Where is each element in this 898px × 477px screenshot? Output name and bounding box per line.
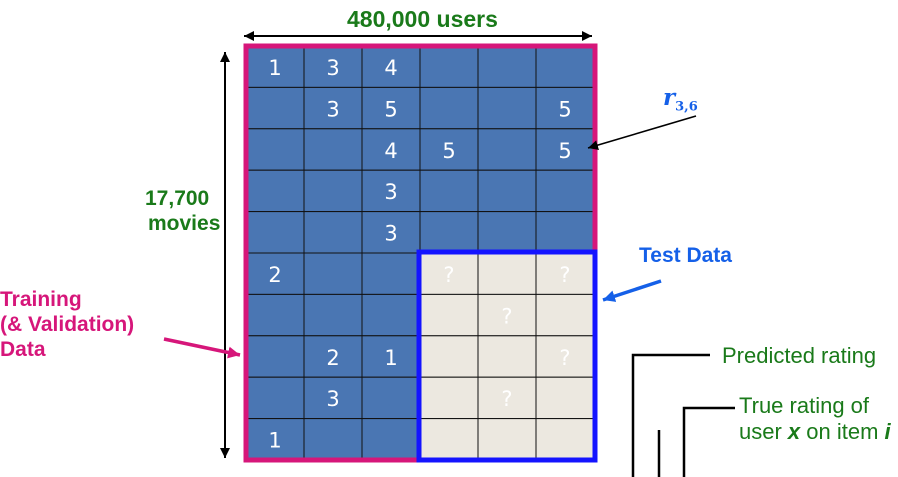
- test-region-border: [416, 249, 598, 463]
- matrix-value-r0-c2: 4: [384, 56, 397, 80]
- matrix-cell-r2-c4: [477, 128, 537, 171]
- matrix-cell-r5-c4: [477, 252, 537, 295]
- matrix-cell-r8-c1: [303, 376, 363, 420]
- matrix-value-r5-c3: ?: [443, 263, 454, 287]
- matrix-value-r2-c3: 5: [442, 139, 455, 163]
- matrix-cell-r8-c0: [245, 376, 305, 420]
- matrix-value-r4-c2: 3: [384, 222, 397, 246]
- matrix-cell-r4-c0: [245, 211, 305, 254]
- matrix-cell-r7-c2: [361, 335, 421, 378]
- matrix-cell-r6-c1: [303, 293, 363, 337]
- matrix-cell-r0-c5: [535, 45, 595, 88]
- true-rating-label-line2: user x on item i: [739, 419, 891, 445]
- matrix-cell-r9-c4: [477, 418, 537, 461]
- test-pointer-arrow: [602, 279, 662, 302]
- matrix-cell-r9-c1: [303, 418, 363, 461]
- matrix-value-r0-c1: 3: [326, 56, 339, 80]
- matrix-cell-r8-c5: [535, 376, 595, 420]
- matrix-value-r6-c4: ?: [501, 304, 512, 328]
- true-pre: user: [739, 419, 788, 444]
- test-data-label: Test Data: [639, 244, 732, 267]
- predicted-rating-bracket: [631, 353, 710, 477]
- matrix-value-r7-c2: 1: [384, 346, 397, 370]
- predicted-rating-label: Predicted rating: [722, 343, 877, 368]
- matrix-value-r1-c2: 5: [384, 97, 397, 121]
- matrix-value-r3-c2: 3: [384, 180, 397, 204]
- matrix-cell-r3-c1: [303, 169, 363, 213]
- matrix-cell-r7-c0: [245, 335, 305, 378]
- r36-label: r3,6: [663, 84, 698, 115]
- movies-count-label: 17,700: [145, 187, 210, 210]
- matrix-cell-r4-c2: [361, 211, 421, 254]
- matrix-cell-r4-c1: [303, 211, 363, 254]
- r-symbol: r: [663, 84, 676, 111]
- matrix-value-r2-c5: 5: [558, 139, 571, 163]
- matrix-cell-r9-c3: [419, 418, 479, 461]
- matrix-cell-r0-c3: [419, 45, 479, 88]
- users-label: 480,000 users: [347, 6, 498, 32]
- matrix-cell-r5-c1: [303, 252, 363, 295]
- matrix-cell-r6-c0: [245, 293, 305, 337]
- matrix-cell-r8-c3: [419, 376, 479, 420]
- matrix-value-r8-c1: 3: [326, 387, 339, 411]
- r-subscript: 3,6: [675, 99, 698, 115]
- matrix-cell-r1-c3: [419, 86, 479, 130]
- matrix-cell-r8-c4: [477, 376, 537, 420]
- matrix-cell-r7-c3: [419, 335, 479, 378]
- matrix-cell-r9-c2: [361, 418, 421, 461]
- matrix-cell-r4-c5: [535, 211, 595, 254]
- training-label-line2: (& Validation): [0, 313, 135, 336]
- matrix-cell-r9-c5: [535, 418, 595, 461]
- training-label-line1: Training: [0, 288, 82, 311]
- true-rating-label-line1: True rating of: [739, 393, 870, 418]
- training-pointer-arrow: [163, 337, 241, 359]
- matrix-cell-r2-c0: [245, 128, 305, 171]
- matrix-cell-r2-c3: [419, 128, 479, 171]
- matrix-cell-r1-c5: [535, 86, 595, 130]
- matrix-cell-r3-c5: [535, 169, 595, 213]
- matrix-cell-r0-c4: [477, 45, 537, 88]
- training-label-line3: Data: [0, 338, 46, 361]
- r36-pointer-arrow: [587, 115, 697, 150]
- matrix-cell-r1-c4: [477, 86, 537, 130]
- matrix-value-r0-c0: 1: [268, 56, 281, 80]
- movies-unit-label: movies: [148, 212, 221, 235]
- matrix-value-r5-c5: ?: [559, 263, 570, 287]
- matrix-cell-r4-c4: [477, 211, 537, 254]
- matrix-cell-r8-c2: [361, 376, 421, 420]
- matrix-cell-r4-c3: [419, 211, 479, 254]
- matrix-cell-r3-c4: [477, 169, 537, 213]
- true-mid: on item: [800, 419, 885, 444]
- matrix-value-r7-c1: 2: [326, 346, 339, 370]
- matrix-cell-r5-c2: [361, 252, 421, 295]
- matrix-value-r9-c0: 1: [268, 429, 281, 453]
- matrix-value-r2-c2: 4: [384, 139, 397, 163]
- matrix-cell-r6-c5: [535, 293, 595, 337]
- matrix-cell-r6-c3: [419, 293, 479, 337]
- matrix-cell-r3-c3: [419, 169, 479, 213]
- matrix-cell-r0-c1: [303, 45, 363, 88]
- matrix-value-r8-c4: ?: [501, 387, 512, 411]
- matrix-cell-r3-c0: [245, 169, 305, 213]
- matrix-cell-r1-c0: [245, 86, 305, 130]
- true-i: i: [884, 419, 891, 444]
- true-rating-bracket-2: [682, 406, 735, 477]
- matrix-cell-r2-c1: [303, 128, 363, 171]
- matrix-value-r1-c5: 5: [558, 97, 571, 121]
- matrix-value-r1-c1: 3: [326, 97, 339, 121]
- matrix-value-r7-c5: ?: [559, 346, 570, 370]
- matrix-cell-r7-c4: [477, 335, 537, 378]
- matrix-cell-r6-c2: [361, 293, 421, 337]
- matrix-cell-r9-c0: [245, 418, 305, 461]
- matrix-value-r5-c0: 2: [268, 263, 281, 287]
- matrix-cell-r3-c2: [361, 169, 421, 213]
- true-x: x: [787, 419, 801, 444]
- matrix-cell-r2-c5: [535, 128, 595, 171]
